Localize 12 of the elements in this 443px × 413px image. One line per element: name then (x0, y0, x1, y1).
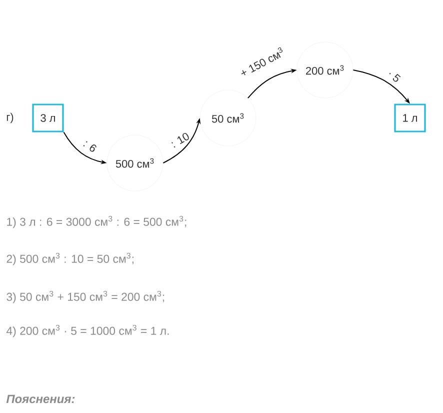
edge-label: + 150 см$^{3}$ (241, 47, 283, 76)
value-box: 3 л (32, 104, 64, 132)
solution-step: 2) 500 см$^{3}$ : 10 = 50 см$^{3}$; (6, 252, 134, 266)
edge-label: : 10 (172, 133, 189, 148)
value-box: 1 л (394, 104, 426, 132)
edge-label: : 6 (83, 141, 96, 152)
solution-step: 1) 3 л : 6 = 3000 см$^{3}$ : 6 = 500 см$^{3}$; (7, 216, 186, 228)
solution-step: 4) 200 см$^{3}$ · 5 = 1000 см$^{3}$ = 1 л. (6, 324, 169, 338)
edge-label: · 5 (389, 72, 401, 82)
solution-step: 3) 50 см$^{3}$ + 150 см$^{3}$ = 200 см$^{3}$; (6, 290, 164, 304)
heading: Пояснения: (6, 394, 75, 404)
prefix-label: г) (6, 112, 14, 124)
